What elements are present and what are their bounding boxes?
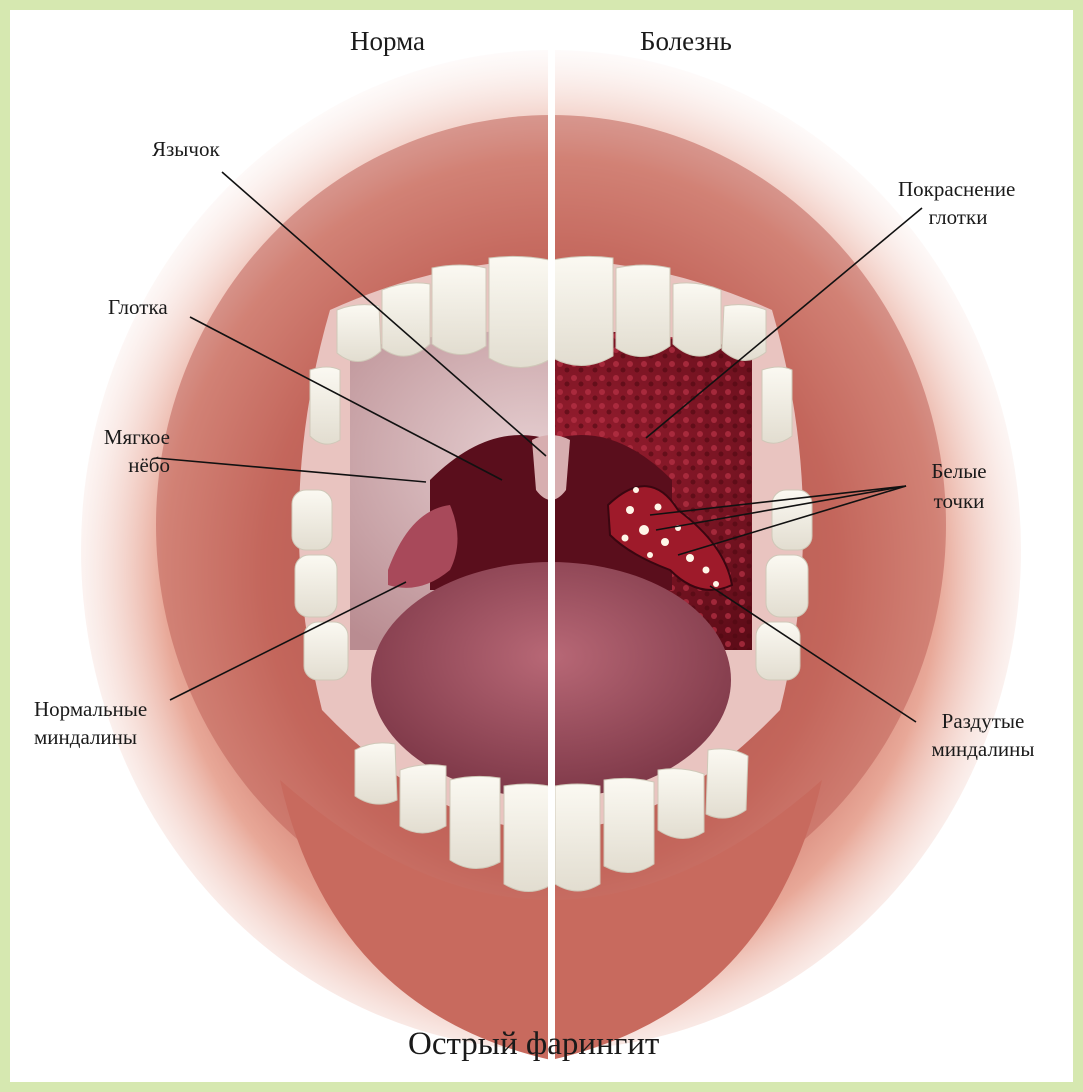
label-swollen-tonsils-line2: миндалины — [908, 736, 1058, 762]
label-normal-tonsils-line1: Нормальные — [34, 696, 147, 722]
label-swollen-tonsils-line1: Раздутые — [908, 708, 1058, 734]
mouth-illustration — [10, 10, 1073, 1082]
diagram-title: Острый фарингит — [408, 1026, 659, 1063]
heading-disease: Болезнь — [640, 26, 732, 57]
label-uvula: Язычок — [152, 136, 220, 162]
label-normal-tonsils-line2: миндалины — [34, 724, 137, 750]
label-soft-palate-line1: Мягкое — [70, 424, 170, 450]
center-divider — [548, 10, 555, 1082]
label-redness-line1: Покраснение — [898, 176, 1015, 202]
heading-normal: Норма — [350, 26, 425, 57]
label-white-spots-line2: точки — [914, 488, 1004, 514]
label-pharynx: Глотка — [108, 294, 168, 320]
label-soft-palate-line2: нёбо — [70, 452, 170, 478]
diagram-frame: Норма Болезнь Язычок Глотка Мягкое нёбо … — [10, 10, 1073, 1082]
label-redness-line2: глотки — [898, 204, 1018, 230]
label-white-spots-line1: Белые — [914, 458, 1004, 484]
